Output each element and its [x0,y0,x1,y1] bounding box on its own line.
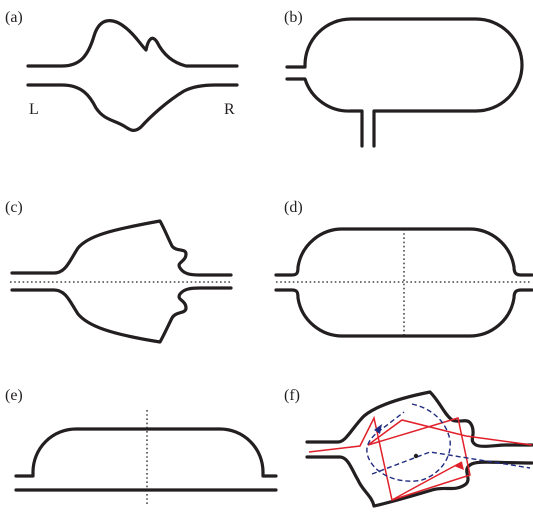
panel-b-stadium-wall [285,17,524,148]
panel-f-lower-wall [305,455,533,508]
left-lead-label: L [29,101,39,118]
panel-d-stadium-wall [274,227,533,338]
panel-c-label: (c) [5,199,23,216]
panel-a-upper-wall [26,19,239,68]
panel-d: (d) [274,199,533,338]
panel-e: (e) [5,387,278,506]
panel-f-blue-arrow-icon [374,424,382,434]
panel-f-start-point [413,453,419,459]
panel-f-label: (f) [284,387,300,404]
panel-e-label: (e) [5,387,23,404]
panel-f-red-arrow-icon [454,462,464,470]
panel-e-upper-wall [14,427,278,478]
panel-a-lower-wall [26,83,239,132]
panel-f: (f) [284,387,533,508]
panel-f-blue-trajectory [366,403,531,482]
panel-b: (b) [284,9,524,148]
panel-b-label: (b) [284,9,303,26]
panel-a: (a) L R [5,9,239,132]
panel-d-label: (d) [284,199,303,216]
right-lead-label: R [224,101,235,118]
panel-c-upper-wall [10,219,233,277]
panel-c: (c) [5,199,233,344]
panel-f-red-trajectory [308,415,533,501]
panel-f-upper-wall [305,390,533,448]
panel-a-label: (a) [5,9,23,26]
panel-c-lower-wall [10,286,233,344]
